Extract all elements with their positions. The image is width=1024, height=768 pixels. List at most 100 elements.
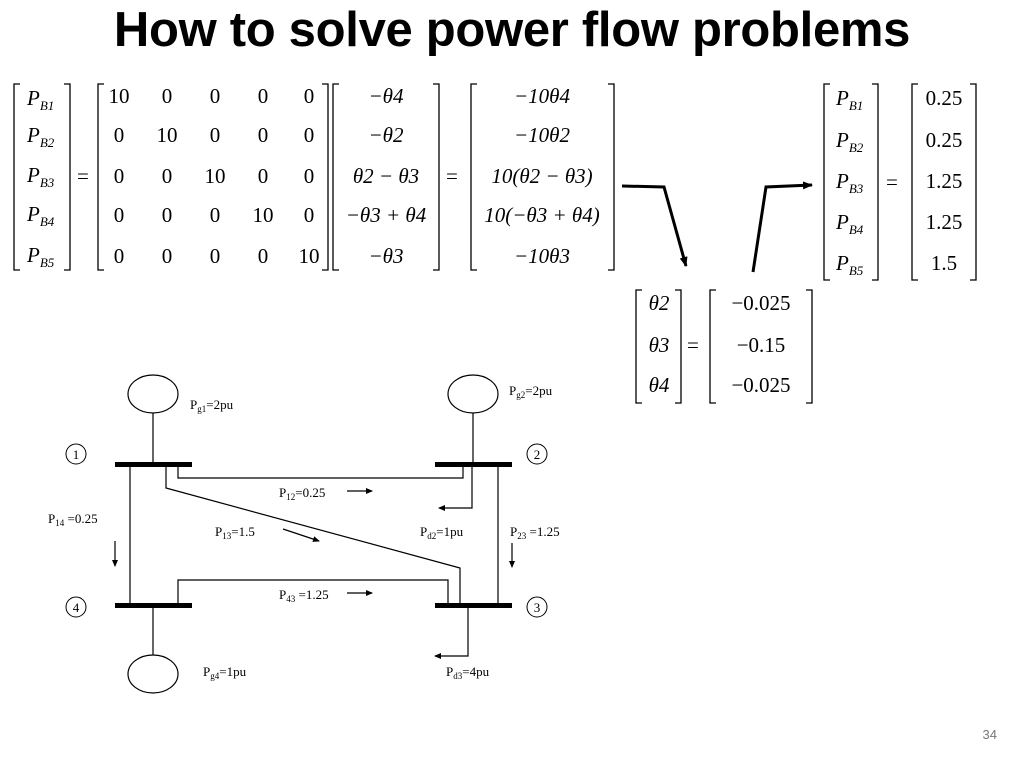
angle-vector: −θ4 −θ2 θ2 − θ3 −θ3 + θ4 −θ3	[346, 84, 427, 268]
p43-label: P43 =1.25	[279, 587, 329, 604]
page-number: 34	[983, 727, 997, 742]
angle-cell: −θ3	[369, 244, 404, 268]
bracket-left	[332, 83, 339, 271]
bus-2-bar	[435, 462, 512, 467]
bus-number-circle	[526, 443, 548, 465]
p-b2-label: PB2	[26, 123, 55, 150]
power-value: 1.25	[926, 210, 963, 234]
matrix-cell: 0	[258, 123, 269, 147]
result-cell: −10θ3	[514, 244, 570, 268]
matrix-cell: 0	[304, 123, 315, 147]
bracket-left	[823, 83, 830, 281]
power-value: 1.25	[926, 169, 963, 193]
matrix-cell: 0	[162, 244, 173, 268]
p14-label: P14 =0.25	[48, 511, 98, 528]
equals-sign: =	[77, 164, 89, 188]
bracket-left	[709, 289, 716, 404]
generator-2-icon	[447, 374, 499, 414]
matrix-cell: 0	[162, 203, 173, 227]
theta-var: θ2	[649, 291, 670, 315]
p-b3-label: PB3	[835, 169, 864, 196]
bracket-right	[806, 289, 813, 404]
bracket-left	[13, 83, 20, 271]
matrix-cell: 0	[258, 84, 269, 108]
angle-cell: −θ2	[369, 123, 404, 147]
bus-2-number: 2	[534, 447, 541, 462]
b-matrix: 10 0 0 0 0 0 10 0 0 0 0 0 10 0 0 0 0 0 1…	[109, 84, 320, 268]
flow-arrow-icon	[282, 528, 320, 542]
bracket-left	[635, 289, 642, 404]
theta-var: θ3	[649, 333, 670, 357]
matrix-cell: 0	[162, 164, 173, 188]
bus-4-number: 4	[73, 600, 80, 615]
pd3-label: Pd3=4pu	[446, 664, 490, 681]
matrix-cell: 0	[210, 84, 221, 108]
power-value: 1.5	[931, 251, 957, 275]
arrow-to-theta-icon	[621, 184, 688, 267]
p-b3-label: PB3	[26, 163, 55, 190]
bracket-left	[911, 83, 918, 281]
matrix-cell: 0	[210, 203, 221, 227]
p-b5-label: PB5	[835, 251, 864, 278]
pg1-label: Pg1=2pu	[190, 397, 234, 414]
matrix-cell: 0	[258, 164, 269, 188]
line-1-3	[165, 465, 461, 605]
line-4-3	[177, 579, 449, 605]
theta-var: θ4	[649, 373, 670, 397]
pg4-label: Pg4=1pu	[203, 664, 247, 681]
matrix-cell: 0	[114, 164, 125, 188]
angle-cell: −θ4	[369, 84, 404, 108]
matrix-cell: 10	[253, 203, 274, 227]
bracket-right	[872, 83, 879, 281]
p-b5-label: PB5	[26, 243, 55, 270]
matrix-cell: 0	[114, 203, 125, 227]
line-1-2	[177, 465, 464, 479]
bracket-right	[608, 83, 615, 271]
bracket-right	[675, 289, 682, 404]
p-b1-label: PB1	[835, 86, 863, 113]
bracket-right	[64, 83, 71, 271]
result-cell: 10(θ2 − θ3)	[491, 164, 592, 188]
theta-value: −0.025	[731, 291, 790, 315]
equals-sign: =	[446, 164, 458, 188]
bus-1-bar	[115, 462, 192, 467]
main-lhs-vars: PB1 PB2 PB3 PB4 PB5	[26, 86, 55, 270]
bus-3-bar	[435, 603, 512, 608]
arrow-to-power-icon	[751, 181, 813, 273]
angle-cell: θ2 − θ3	[353, 164, 419, 188]
power-value: 0.25	[926, 86, 963, 110]
matrix-cell: 0	[304, 84, 315, 108]
matrix-cell: 0	[114, 244, 125, 268]
theta-value: −0.15	[737, 333, 786, 357]
power-equation: PB1 PB2 PB3 PB4 PB5 = 0.25 0.25 1.25 1.2…	[823, 83, 977, 281]
bracket-right	[433, 83, 440, 271]
p-b1-label: PB1	[26, 86, 54, 113]
angle-cell: −θ3 + θ4	[346, 203, 427, 227]
result-cell: −10θ2	[514, 123, 570, 147]
load-3-arrow-icon	[434, 605, 469, 659]
matrix-cell: 0	[304, 164, 315, 188]
load-2-arrow-icon	[438, 465, 473, 511]
equals-sign: =	[886, 170, 898, 194]
bus-number-circle	[65, 443, 87, 465]
bus-number-circle	[526, 596, 548, 618]
bus-1-number: 1	[73, 447, 80, 462]
matrix-cell: 0	[114, 123, 125, 147]
matrix-cell: 0	[210, 123, 221, 147]
p12-label: P12=0.25	[279, 485, 325, 502]
flow-arrows	[621, 181, 813, 273]
bus-number-circle	[65, 596, 87, 618]
p-b2-label: PB2	[835, 128, 864, 155]
power-value: 0.25	[926, 128, 963, 152]
matrix-cell: 10	[299, 244, 320, 268]
result-cell: 10(−θ3 + θ4)	[484, 203, 599, 227]
bus-4-bar	[115, 603, 192, 608]
slide-title: How to solve power flow problems	[113, 3, 911, 57]
bracket-left	[470, 83, 477, 271]
matrix-cell: 10	[109, 84, 130, 108]
matrix-cell: 0	[162, 84, 173, 108]
pg2-label: Pg2=2pu	[509, 383, 553, 400]
bracket-right	[970, 83, 977, 281]
p-b4-label: PB4	[835, 210, 864, 237]
